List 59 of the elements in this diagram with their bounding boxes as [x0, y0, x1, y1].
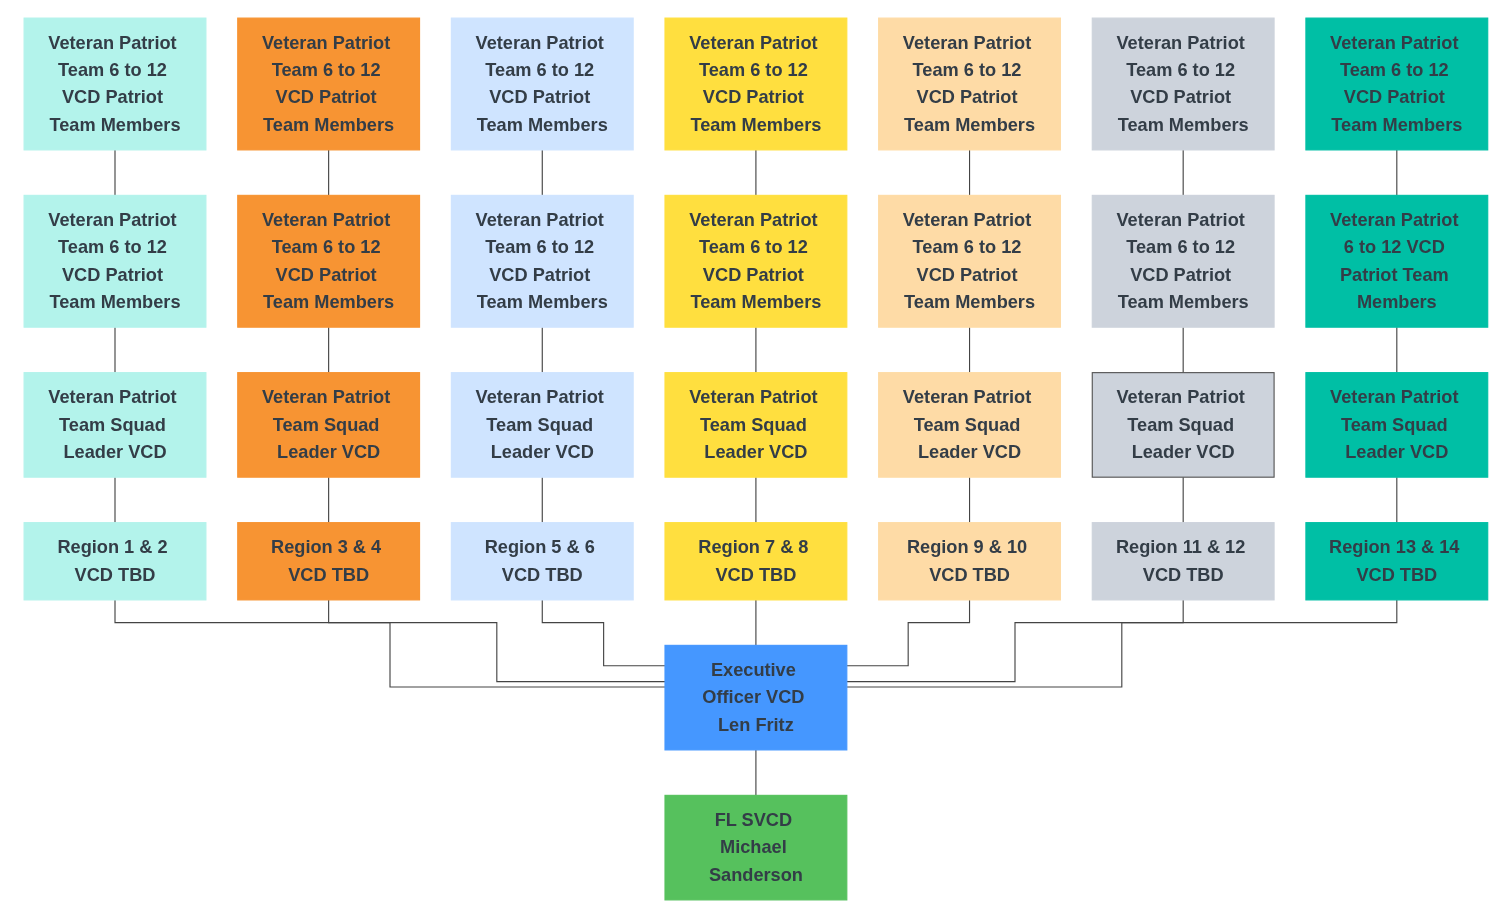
connector: [969, 326, 971, 374]
connector: [846, 599, 1398, 688]
node-box: Region 13 & 14 VCD TBD: [1305, 522, 1489, 601]
node-box: Veteran Patriot Team 6 to 12 VCD Patriot Team Members: [23, 17, 207, 151]
connector: [1182, 326, 1184, 374]
node-box: Veteran Patriot Team Squad Leader VCD: [23, 372, 207, 478]
node-box: Veteran Patriot Team 6 to 12 VCD Patriot Team Members: [23, 194, 207, 328]
connector: [1396, 476, 1398, 524]
connector: [969, 476, 971, 524]
node-box: Veteran Patriot Team 6 to 12 VCD Patriot Team Members: [878, 194, 1062, 328]
connector: [114, 326, 116, 374]
connector: [1182, 149, 1184, 196]
node-box: Veteran Patriot Team 6 to 12 VCD Patriot Team Members: [450, 17, 634, 151]
connector: [755, 149, 757, 196]
node-box: Veteran Patriot Team 6 to 12 VCD Patriot Team Members: [1305, 17, 1489, 151]
node-box: Region 11 & 12 VCD TBD: [1091, 522, 1275, 601]
connector: [114, 599, 666, 688]
node-box: Veteran Patriot Team Squad Leader VCD: [664, 372, 848, 478]
node-box: Veteran Patriot Team Squad Leader VCD: [1305, 372, 1489, 478]
connector: [1396, 149, 1398, 196]
node-box: Veteran Patriot Team 6 to 12 VCD Patriot Team Members: [664, 17, 848, 151]
connector: [1396, 326, 1398, 374]
node-box: Region 5 & 6 VCD TBD: [450, 522, 634, 601]
connector: [755, 599, 757, 646]
node-box: Veteran Patriot Team Squad Leader VCD: [1091, 372, 1275, 478]
connector: [328, 326, 330, 374]
node-box: Veteran Patriot 6 to 12 VCD Patriot Team Members: [1305, 194, 1489, 328]
node-box: Veteran Patriot Team 6 to 12 VCD Patriot Team Members: [1091, 194, 1275, 328]
connector: [755, 749, 757, 796]
node-box: Veteran Patriot Team 6 to 12 VCD Patriot Team Members: [237, 17, 421, 151]
node-box: Veteran Patriot Team 6 to 12 VCD Patriot Team Members: [450, 194, 634, 328]
node-box: Region 3 & 4 VCD TBD: [237, 522, 421, 601]
connector: [541, 476, 543, 524]
node-box: Region 1 & 2 VCD TBD: [23, 522, 207, 601]
node-box: Veteran Patriot Team Squad Leader VCD: [450, 372, 634, 478]
connector: [541, 149, 543, 196]
connector: [846, 599, 1184, 683]
connector: [755, 476, 757, 524]
node-box: FL SVCD Michael Sanderson: [664, 794, 848, 901]
node-box: Veteran Patriot Team 6 to 12 VCD Patriot Team Members: [878, 17, 1062, 151]
connector: [846, 599, 971, 667]
connector: [541, 599, 666, 667]
node-box: Veteran Patriot Team 6 to 12 VCD Patriot Team Members: [664, 194, 848, 328]
node-box: Executive Officer VCD Len Fritz: [664, 644, 848, 751]
connector: [755, 326, 757, 374]
connector: [969, 149, 971, 196]
node-box: Region 9 & 10 VCD TBD: [878, 522, 1062, 601]
connector: [1182, 476, 1184, 524]
connector: [328, 149, 330, 196]
connector: [541, 326, 543, 374]
connector: [114, 476, 116, 524]
connector: [114, 149, 116, 196]
node-box: Region 7 & 8 VCD TBD: [664, 522, 848, 601]
node-box: Veteran Patriot Team 6 to 12 VCD Patriot Team Members: [1091, 17, 1275, 151]
node-box: Veteran Patriot Team Squad Leader VCD: [237, 372, 421, 478]
connector: [328, 476, 330, 524]
connector: [328, 599, 666, 683]
node-box: Veteran Patriot Team Squad Leader VCD: [878, 372, 1062, 478]
node-box: Veteran Patriot Team 6 to 12 VCD Patriot Team Members: [237, 194, 421, 328]
